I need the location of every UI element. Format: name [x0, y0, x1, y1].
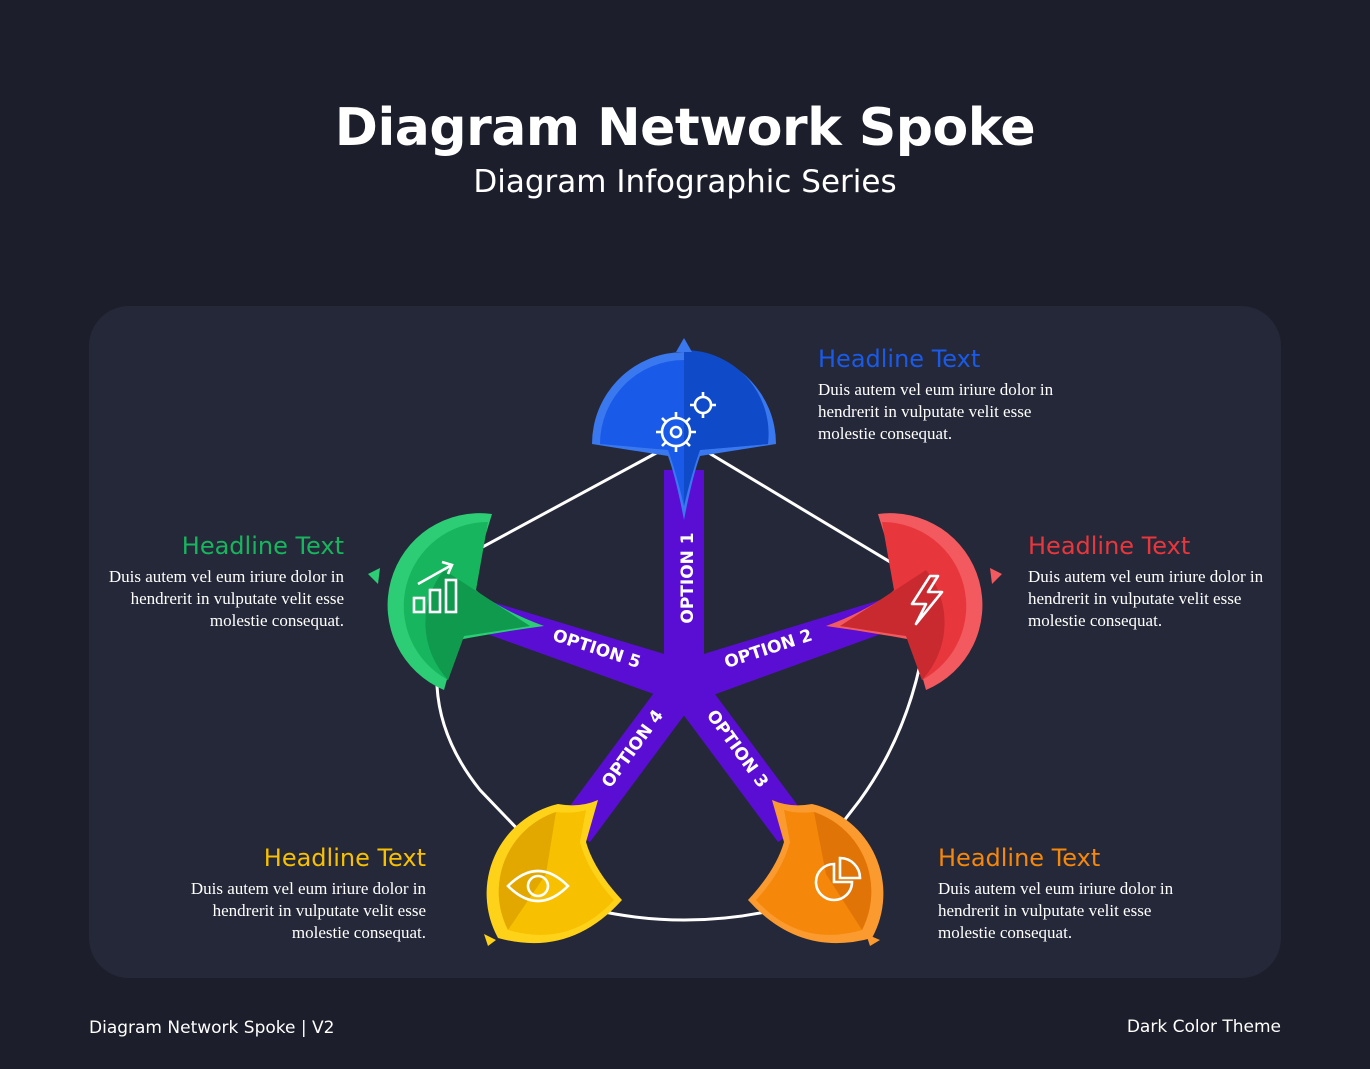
footer-version: Diagram Network Spoke | V2 — [89, 1018, 335, 1038]
hub — [658, 658, 710, 710]
option-3-text: Headline Text Duis autem vel eum iriure … — [938, 844, 1198, 944]
option-1-text: Headline Text Duis autem vel eum iriure … — [818, 345, 1078, 445]
option-3-body: Duis autem vel eum iriure dolor in hendr… — [938, 879, 1174, 942]
option-4-body: Duis autem vel eum iriure dolor in hendr… — [190, 879, 426, 942]
node-3 — [748, 800, 884, 946]
option-2-body: Duis autem vel eum iriure dolor in hendr… — [1028, 567, 1264, 630]
option-1-label: OPTION 1 — [678, 532, 698, 623]
spoke-4 — [558, 674, 700, 842]
spokes — [476, 470, 892, 842]
node-2 — [826, 513, 1002, 690]
eye-icon — [506, 869, 570, 903]
spoke-3 — [668, 674, 810, 842]
option-1-headline: Headline Text — [818, 345, 981, 373]
node-4 — [484, 800, 622, 946]
bar-chart-growth-icon — [412, 560, 458, 614]
option-5-body: Duis autem vel eum iriure dolor in hendr… — [108, 567, 344, 630]
option-3-headline: Headline Text — [938, 844, 1101, 872]
lightning-icon — [910, 574, 944, 626]
option-2-text: Headline Text Duis autem vel eum iriure … — [1028, 532, 1268, 632]
node-5 — [368, 513, 544, 690]
footer-theme: Dark Color Theme — [1126, 1017, 1281, 1037]
pie-chart-icon — [814, 856, 862, 902]
gears-icon — [656, 392, 716, 452]
option-1-body: Duis autem vel eum iriure dolor in hendr… — [818, 380, 1054, 443]
option-2-headline: Headline Text — [1028, 532, 1191, 560]
option-4-text: Headline Text Duis autem vel eum iriure … — [166, 844, 426, 944]
page-subtitle: Diagram Infographic Series — [473, 164, 897, 200]
option-4-headline: Headline Text — [263, 844, 426, 872]
spoke-1 — [664, 470, 704, 690]
node-1 — [592, 338, 776, 520]
connector-ring — [435, 436, 932, 922]
option-5-headline: Headline Text — [181, 532, 344, 560]
option-5-text: Headline Text Duis autem vel eum iriure … — [84, 532, 344, 632]
page-title: Diagram Network Spoke — [334, 98, 1036, 158]
